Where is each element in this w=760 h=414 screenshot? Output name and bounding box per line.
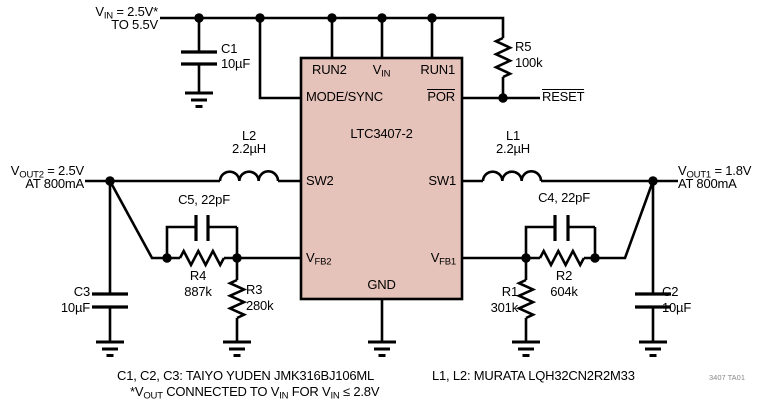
c3-value: 10µF (60, 300, 90, 315)
vout2-label: VOUT2 = 2.5V AT 800mA (0, 163, 84, 191)
l1-value: 2.2µH (496, 140, 530, 156)
vin-sub: IN (103, 10, 113, 22)
r3-name: R3 (246, 282, 263, 297)
l2-value: 2.2µH (232, 140, 266, 156)
l1-name: L1 (505, 128, 521, 143)
vin-post: = 2.5V* (112, 4, 158, 19)
resistor-r5-label: R5 100k (515, 39, 543, 71)
vin-supply-label: VIN = 2.5V* TO 5.5V (2, 4, 158, 32)
resistor-r2-label: R2 604k (533, 268, 595, 300)
ic-part-number: LTC3407-2 (350, 126, 413, 141)
note-s3: IN (330, 390, 340, 402)
wires (85, 16, 678, 342)
ic-vin-pre: V (372, 62, 382, 77)
resistor-r1-symbol (515, 278, 537, 320)
vout2-sub: OUT2 (19, 169, 44, 181)
resistor-r3-symbol (226, 278, 248, 320)
ic-pin-mode-sync: MODE/SYNC (306, 89, 383, 104)
ic-vfb2-pre: V (306, 250, 315, 265)
inductor-l2-label: L2 2.2µH (219, 128, 279, 156)
ic-pin-vfb1: VFB1 (408, 250, 457, 268)
capacitor-c4-label: C4, 22pF (538, 190, 590, 205)
ic-pin-vin: VIN (361, 62, 402, 80)
ic-vfb2-sub: FB2 (314, 256, 332, 268)
r4-value: 887k (184, 284, 212, 299)
capacitor-c4-symbol (553, 215, 570, 241)
note-p1: *V (130, 384, 144, 399)
capacitor-c1-label: C1 10µF (221, 41, 250, 71)
ic-pin-run2: RUN2 (312, 62, 347, 77)
r5-name: R5 (515, 39, 532, 54)
ic-pin-vfb2: VFB2 (306, 250, 332, 268)
vout1-sub: OUT1 (686, 169, 712, 181)
capacitor-c5-label: C5, 22pF (178, 192, 230, 207)
vout2-pre: V (10, 163, 20, 178)
resistor-r5-symbol (492, 36, 514, 79)
inductor-l2-symbol (218, 170, 280, 182)
resistor-r1-label: R1 301k (458, 284, 519, 316)
resistor-r2-symbol (538, 248, 586, 268)
ic-pin-sw1: SW1 (428, 173, 456, 188)
r4-name: R4 (189, 268, 207, 283)
r3-value: 280k (246, 298, 274, 313)
c3-name: C3 (73, 284, 90, 299)
vout2-post: = 2.5V (43, 163, 84, 178)
c1-value: 10µF (221, 56, 251, 71)
note-s2: IN (279, 390, 289, 402)
note-s1: OUT (143, 390, 163, 402)
caption-capacitors: C1, C2, C3: TAIYO YUDEN JMK316BJ106ML (117, 368, 375, 383)
vout2-current: AT 800mA (25, 175, 84, 191)
note-p2: CONNECTED TO V (162, 384, 280, 399)
capacitor-c3-label: C3 10µF (28, 284, 90, 316)
vout1-pre: V (678, 163, 687, 178)
c1-name: C1 (221, 41, 238, 56)
capacitor-c5-symbol (194, 215, 210, 241)
ic-por-text: POR (427, 89, 455, 104)
ground-symbols (96, 91, 667, 357)
ic-vfb1-sub: FB1 (439, 256, 456, 268)
inductor-l1-symbol (481, 170, 543, 182)
caption-note: *VOUT CONNECTED TO VIN FOR VIN ≤ 2.8V (130, 384, 380, 402)
r2-value: 604k (550, 284, 578, 299)
note-p4: ≤ 2.8V (339, 384, 380, 399)
resistor-r3-label: R3 280k (246, 282, 274, 314)
vin-range: TO 5.5V (111, 16, 158, 32)
reset-text: RESET (542, 89, 585, 104)
capacitor-c1-symbol (181, 50, 217, 66)
r1-name: R1 (501, 284, 518, 299)
ic-pin-sw2: SW2 (306, 173, 334, 188)
c2-name: C2 (662, 284, 679, 299)
figure-code: 3407 TA01 (709, 373, 746, 382)
capacitor-c2-label: C2 10µF (662, 284, 691, 316)
vin-pre: V (95, 4, 104, 19)
ic-pin-run1: RUN1 (420, 62, 455, 77)
r5-value: 100k (515, 55, 543, 70)
junction-dots (105, 13, 658, 263)
vout1-current: AT 800mA (678, 175, 737, 191)
ic-vin-sub: IN (381, 68, 391, 80)
ic-pin-gnd: GND (367, 277, 396, 292)
ic-body (299, 56, 464, 301)
r1-value: 301k (490, 300, 519, 315)
capacitor-c2-symbol (635, 292, 671, 309)
resistor-r4-label: R4 887k (167, 268, 229, 300)
ic-pin-por: POR (413, 89, 455, 104)
r2-name: R2 (555, 268, 573, 283)
c2-value: 10µF (662, 300, 692, 315)
resistor-r4-symbol (178, 248, 226, 268)
ic-vfb1-pre: V (430, 250, 440, 265)
reset-signal-label: RESET (542, 89, 585, 104)
note-p3: FOR V (288, 384, 331, 399)
vout1-post: = 1.8V (711, 163, 752, 178)
inductor-l1-label: L1 2.2µH (483, 128, 543, 156)
l2-name: L2 (241, 128, 257, 143)
vout1-label: VOUT1 = 1.8V AT 800mA (678, 163, 752, 191)
caption-inductors: L1, L2: MURATA LQH32CN2R2M33 (432, 368, 635, 383)
capacitor-c3-symbol (92, 292, 128, 309)
